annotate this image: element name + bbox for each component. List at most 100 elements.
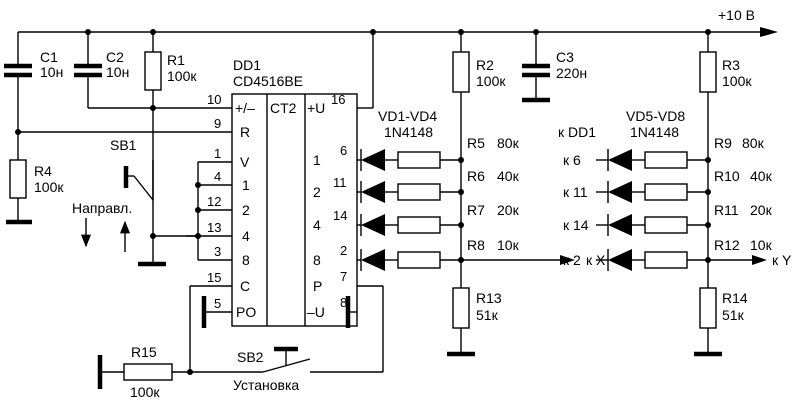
ic-right-pin-num: 14: [333, 208, 347, 223]
out-y-arrow-icon: [752, 255, 767, 265]
ic-type: CT2: [270, 100, 297, 116]
ic-part: CD4516BE: [233, 73, 303, 89]
c3-value: 220н: [556, 65, 587, 81]
capacitor-c2: C2 10н: [74, 32, 129, 108]
ic-left-pin-name: R: [240, 124, 250, 140]
ladder-y-ref: R10: [714, 168, 740, 184]
ic-left-pin-num: 13: [207, 220, 221, 235]
ic-dd1: DD1 CD4516BE CT2 +/– R V 1 2 4 8 C PO 10…: [207, 57, 358, 327]
out-y-label: к Y: [772, 252, 792, 268]
ic-left-pin-num: 15: [207, 270, 221, 285]
r15-ref: R15: [131, 344, 157, 360]
out-x-arrow-icon: [560, 255, 575, 265]
ic-left-pin-name: PO: [236, 304, 256, 320]
c1-ref: C1: [40, 49, 58, 65]
ic-left-pin-name: C: [240, 278, 250, 294]
ic-left-pin-name: 8: [242, 252, 250, 268]
ladder-x-value: 20к: [497, 202, 520, 218]
ic-ref: DD1: [233, 57, 261, 73]
y-inputs-header: к DD1: [558, 124, 596, 140]
ic-left-pin-name: 1: [242, 177, 250, 193]
c1-value: 10н: [40, 64, 63, 80]
ladder-x-value: 80к: [497, 135, 520, 151]
ic-left-pin-num: 4: [214, 169, 221, 184]
r2-ref: R2: [476, 57, 494, 73]
ic-right-pin-name: 8: [313, 252, 321, 268]
y-dac: к DD1 VD5-VD8 1N4148 к 6 к 11 к 14 к 2: [558, 32, 792, 357]
ladder-x-ref: R8: [467, 237, 485, 253]
ladder-y-ref: R12: [714, 237, 740, 253]
c2-ref: C2: [106, 49, 124, 65]
c3-ref: C3: [556, 49, 574, 65]
ladder-x-ref: R5: [467, 135, 485, 151]
y-input-label: к 2: [563, 252, 581, 268]
ic-right-pin-name: +U: [307, 100, 325, 116]
ladder-x-ref: R7: [467, 202, 485, 218]
r4-value: 100к: [34, 179, 64, 195]
ladder-y-value: 80к: [742, 135, 765, 151]
r1-value: 100к: [167, 68, 197, 84]
y-input-label: к 11: [563, 184, 588, 200]
ladder-y-value: 40к: [750, 168, 773, 184]
ic-left-pin-num: 3: [214, 244, 221, 259]
ic-right-pin-num: 7: [340, 269, 347, 284]
ic-left-pin-num: 9: [214, 116, 221, 131]
r13-value: 51к: [476, 307, 499, 323]
sb1-ref: SB1: [110, 137, 137, 153]
r2-value: 100к: [476, 73, 506, 89]
ic-left-pin-name: V: [240, 154, 250, 170]
ladder-y-value: 20к: [750, 202, 773, 218]
resistor-r15: R15 100к: [97, 344, 263, 400]
x-dac: VD1-VD4 1N4148 к X R5 80к R6: [357, 32, 606, 357]
ic-left-pin-name: 2: [242, 202, 250, 218]
ic-right-pin-num: 2: [340, 243, 347, 258]
vd1-vd4-ref: VD1-VD4: [378, 108, 437, 124]
ic-left-pin-name: +/–: [235, 100, 255, 116]
resistor-r4: R4 100к: [6, 159, 64, 225]
ic-right-pin-num: 11: [333, 175, 347, 190]
supply-label: +10 В: [718, 7, 755, 23]
ic-left-pin-num: 12: [207, 194, 221, 209]
ic-left-pin-num: 5: [214, 296, 221, 311]
r1-ref: R1: [167, 52, 185, 68]
ladder-x-ref: R6: [467, 168, 485, 184]
sb1-caption: Направл.: [72, 200, 132, 216]
ladder-y-ref: R11: [714, 202, 739, 218]
ic-left-pin-num: 10: [207, 92, 221, 107]
ladder-x-value: 40к: [497, 168, 520, 184]
ladder-x-value: 10к: [497, 237, 520, 253]
switch-sb2: SB2 Установка: [233, 346, 383, 393]
resistor-r1: R1 100к: [144, 32, 197, 236]
ic-right-pin-name: 2: [313, 184, 321, 200]
r14-ref: R14: [722, 290, 748, 306]
ic-right-pin-name: 1: [313, 152, 321, 168]
r3-ref: R3: [722, 57, 740, 73]
capacitor-c3: C3 220н: [522, 32, 587, 103]
y-input-label: к 14: [563, 217, 589, 233]
ladder-y-ref: R9: [714, 135, 732, 151]
y-input-label: к 6: [563, 152, 581, 168]
vd5-vd8-ref: VD5-VD8: [626, 108, 685, 124]
ic-right-pin-num: 16: [331, 92, 345, 107]
c2-value: 10н: [106, 64, 129, 80]
vd5-vd8-part: 1N4148: [630, 124, 679, 140]
r4-ref: R4: [34, 163, 52, 179]
supply-rail: +10 В: [18, 7, 778, 37]
ic-right-pin-num: 6: [340, 143, 347, 158]
ic-right-pin-name: 4: [313, 217, 321, 233]
ic-right-pin-name: –U: [307, 304, 325, 320]
r13-ref: R13: [476, 290, 502, 306]
sb2-ref: SB2: [237, 349, 264, 365]
ic-left-pin-num: 1: [214, 146, 221, 161]
ladder-y-value: 10к: [750, 237, 773, 253]
r3-value: 100к: [722, 73, 752, 89]
r14-value: 51к: [722, 307, 745, 323]
r15-value: 100к: [130, 384, 160, 400]
vd1-vd4-part: 1N4148: [384, 124, 433, 140]
supply-arrow-icon: [760, 27, 778, 37]
ic-right-pin-name: P: [313, 278, 322, 294]
switch-sb1: SB1 Направл.: [72, 137, 166, 267]
pin-jumpers: [186, 161, 232, 261]
sb2-caption: Установка: [233, 377, 299, 393]
